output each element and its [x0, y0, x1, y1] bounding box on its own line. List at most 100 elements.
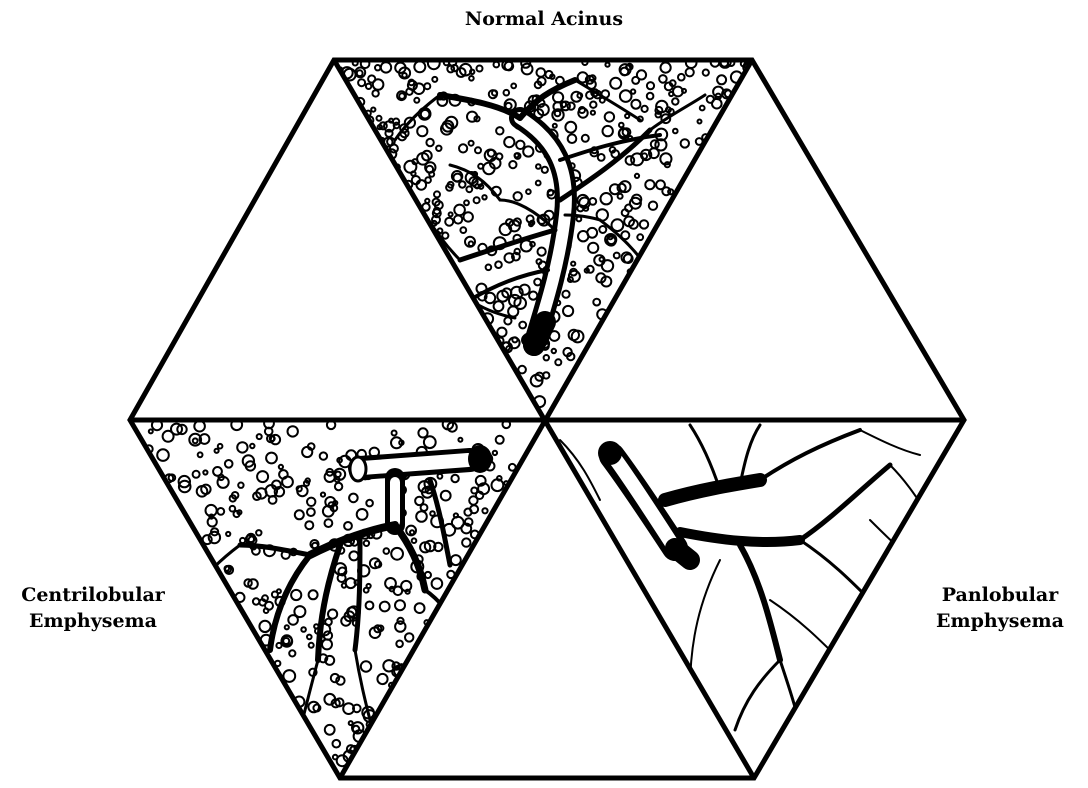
panlobular-label-line1: Panlobular — [920, 582, 1080, 608]
alveolus — [285, 625, 289, 629]
alveolus — [391, 548, 403, 560]
alveolus — [493, 451, 497, 455]
alveolus — [371, 108, 375, 112]
alveolus — [635, 174, 639, 178]
alveolus — [238, 483, 243, 488]
alveolus — [295, 510, 304, 519]
alveolus — [375, 65, 380, 70]
alveolus — [462, 538, 470, 546]
alveolus — [515, 153, 519, 157]
alveolus — [169, 474, 176, 481]
alveolus — [381, 62, 391, 72]
alveolus — [451, 475, 458, 482]
alveolus — [425, 177, 431, 183]
alveolus — [678, 74, 685, 81]
alveolus — [482, 195, 486, 199]
alveolus — [405, 633, 413, 641]
alveolus — [361, 661, 371, 671]
alveolus — [149, 429, 153, 433]
alveolus — [320, 452, 327, 459]
alveolus — [215, 449, 219, 453]
alveolus — [515, 249, 520, 254]
alveolus — [631, 100, 640, 109]
alveolus — [289, 650, 295, 656]
alveolus — [432, 578, 443, 589]
alveolus — [392, 431, 397, 436]
alveolus — [325, 519, 333, 527]
alveolus — [537, 68, 546, 77]
alveolus — [436, 146, 441, 151]
alveolus — [511, 84, 516, 89]
alveolus — [640, 220, 648, 228]
alveolus — [451, 555, 461, 565]
alveolus — [553, 92, 563, 102]
alveolus — [637, 70, 646, 79]
alveolus — [301, 627, 306, 632]
alveolus — [305, 521, 313, 529]
alveolus — [391, 437, 402, 448]
alveolus — [579, 107, 585, 113]
alveolus — [426, 139, 433, 146]
alveolus — [542, 167, 548, 173]
alveolus — [373, 79, 384, 90]
alveolus — [601, 193, 612, 204]
alveolus — [534, 279, 541, 286]
alveolus — [588, 243, 598, 253]
alveolus — [257, 471, 268, 482]
alveolus — [649, 202, 657, 210]
alveolus — [411, 171, 415, 175]
alveolus — [366, 602, 374, 610]
alveolus — [686, 68, 694, 76]
alveolus — [661, 63, 671, 73]
alveolus — [469, 241, 474, 246]
panlobular-emphysema-label: Panlobular Emphysema — [920, 582, 1080, 634]
alveolus — [377, 116, 382, 121]
alveolus — [256, 530, 261, 535]
alveolus — [366, 500, 373, 507]
alveolus — [614, 253, 620, 259]
centrilobular-label-line1: Centrilobular — [8, 582, 178, 608]
alveolus — [519, 322, 526, 329]
centrilobular-label-line2: Emphysema — [8, 608, 178, 634]
alveolus — [218, 444, 223, 449]
alveolus — [642, 153, 647, 158]
alveolus — [516, 141, 524, 149]
alveolus — [526, 189, 531, 194]
alveolus — [568, 134, 577, 143]
alveolus — [552, 349, 556, 353]
alveolus — [358, 79, 365, 86]
alveolus — [590, 102, 596, 108]
panlobular-label-line2: Emphysema — [920, 608, 1080, 634]
centrilobular-emphysema-label: Centrilobular Emphysema — [8, 582, 178, 634]
alveolus — [432, 77, 437, 82]
alveolus — [441, 491, 451, 501]
alveolus — [424, 436, 436, 448]
alveolus — [394, 587, 403, 596]
alveolus — [421, 504, 428, 511]
alveolus — [698, 120, 702, 124]
centrilobular-emphysema-illustration — [145, 419, 515, 767]
alveolus — [536, 164, 541, 169]
normal-acinus-title: Normal Acinus — [0, 6, 1088, 32]
alveolus — [553, 124, 557, 128]
alveolus — [700, 106, 705, 111]
alveolus — [416, 511, 427, 522]
alveolus — [325, 619, 332, 626]
alveolus — [193, 438, 198, 443]
alveolus — [603, 126, 613, 136]
alveolus — [203, 470, 207, 474]
alveolus — [673, 129, 678, 134]
alveolus — [538, 248, 546, 256]
alveolus — [395, 600, 405, 610]
alveolus — [157, 449, 169, 461]
alveolus — [460, 227, 466, 233]
alveolus — [619, 123, 624, 128]
alveolus — [565, 122, 576, 133]
alveolus — [610, 147, 616, 153]
alveolus — [494, 62, 500, 68]
alveolus — [417, 126, 427, 136]
alveolus — [366, 84, 371, 89]
alveolus — [571, 262, 575, 266]
alveolus — [217, 508, 224, 515]
alveolus — [425, 572, 431, 578]
